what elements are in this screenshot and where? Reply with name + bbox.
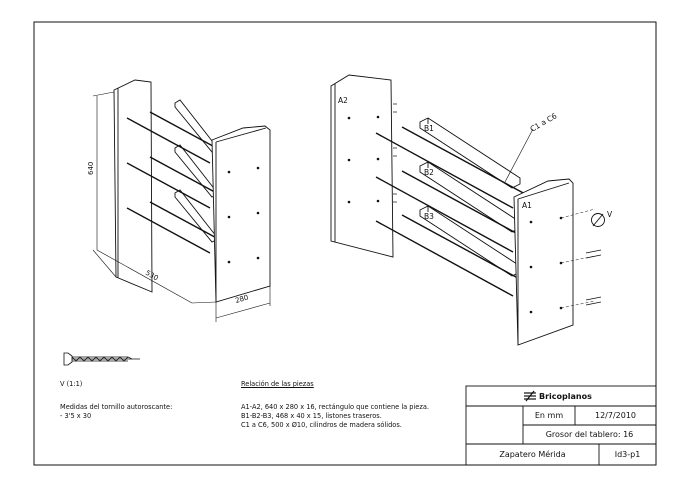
callout-a1: A1 [522,201,532,210]
bricoplanos-logo [524,390,536,402]
callout-b3: B3 [424,212,434,221]
screw-measures-title: Medidas del tornillo autoroscante: [60,403,173,411]
callout-b2: B2 [424,168,434,177]
drawing-name-cell: Zapatero Mérida [499,450,566,459]
date-cell: 12/7/2010 [594,411,637,420]
board-thickness-cell: Grosor del tablero: 16 [545,430,634,439]
parts-line-a: A1-A2, 640 x 280 x 16, rectángulo que co… [241,403,429,411]
assembled-rods [126,111,236,254]
dim-height-label: 640 [87,162,95,175]
screw-scale-label: V (1:1) [60,380,83,388]
callout-a2: A2 [338,96,348,105]
parts-line-c: C1 a C6, 500 x Ø10, cilindros de madera … [241,421,402,429]
dim-depth-label: 280 [234,294,249,305]
exploded-shoe-rack [330,74,605,346]
brand-name: Bricoplanos [539,391,592,401]
screw-measures-value: - 3'5 x 30 [60,412,92,420]
callout-b1: B1 [424,124,434,133]
assembled-shoe-rack [92,79,271,322]
units-cell: En mm [534,411,564,420]
sheet-id-cell: Id3-p1 [614,450,641,459]
parts-line-b: B1-B2-B3, 468 x 40 x 15, listones traser… [241,412,382,420]
callout-v: V [607,210,613,219]
title-block-grid [465,385,657,466]
screw-drawing [63,352,140,366]
parts-list-title: Relación de las piezas [241,380,314,388]
sheet-border [33,21,657,466]
exploded-rods [375,126,539,297]
